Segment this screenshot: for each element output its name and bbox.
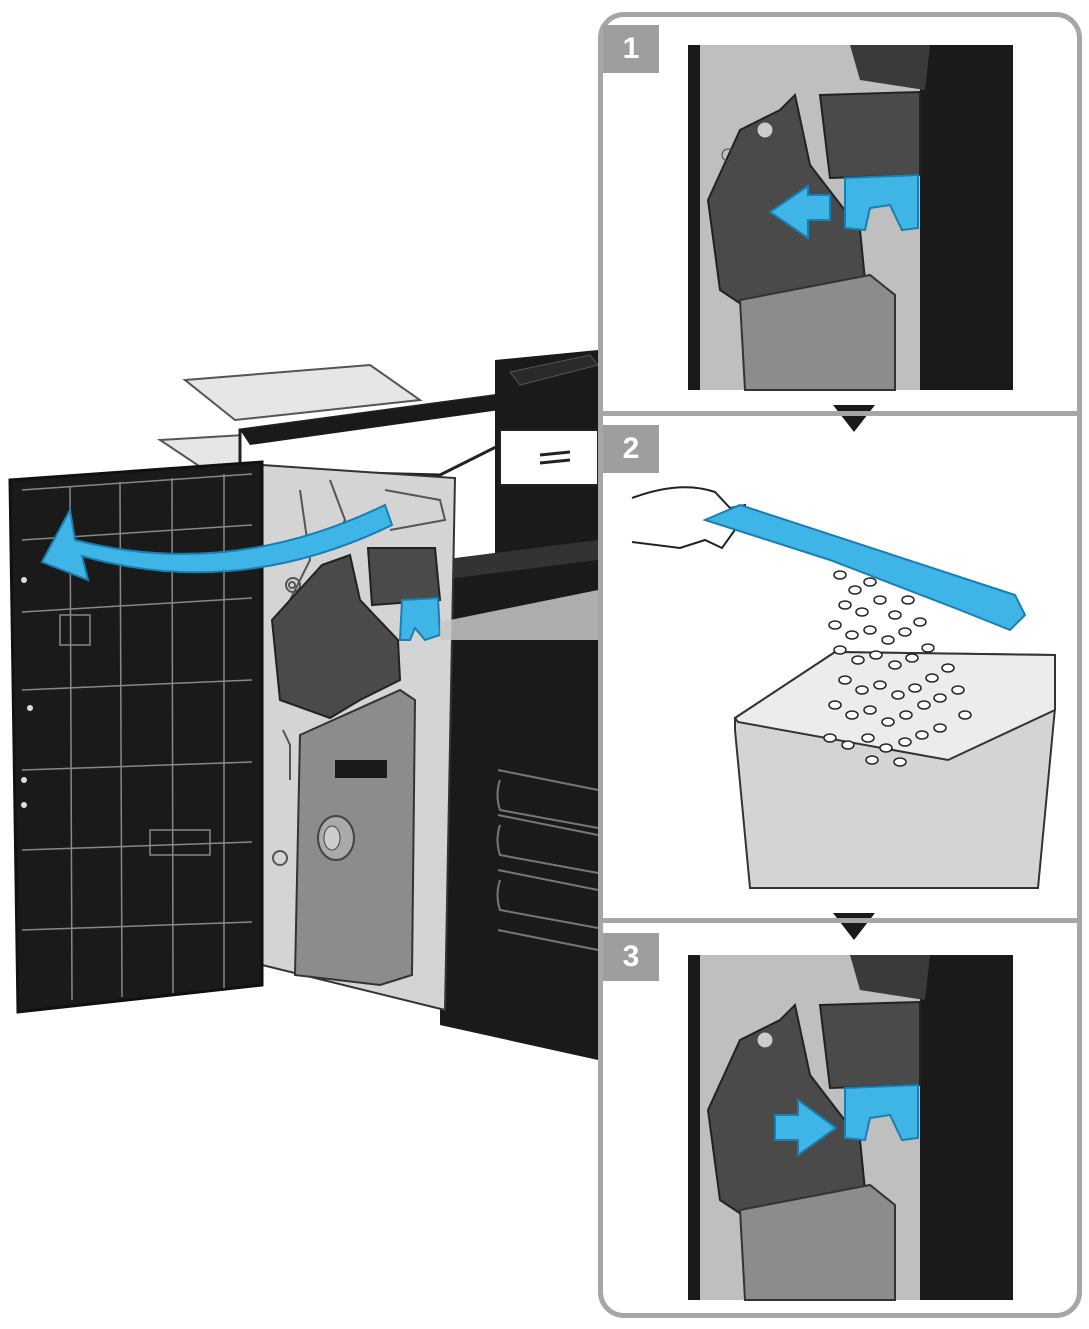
step-2-badge: 2 bbox=[603, 425, 659, 473]
step-number: 2 bbox=[623, 432, 640, 466]
step-1-image bbox=[688, 45, 1013, 390]
step-1-badge: 1 bbox=[603, 25, 659, 73]
lower-compartment bbox=[295, 690, 415, 985]
stapler-unit bbox=[368, 548, 440, 605]
finisher-machine bbox=[10, 350, 598, 1060]
step-3-badge: 3 bbox=[603, 933, 659, 981]
step-divider bbox=[600, 918, 1082, 923]
step-divider bbox=[600, 411, 1082, 416]
step-number: 3 bbox=[623, 940, 640, 974]
step-3-image bbox=[688, 955, 1013, 1300]
release-lever bbox=[400, 598, 440, 640]
step-number: 1 bbox=[623, 32, 640, 66]
